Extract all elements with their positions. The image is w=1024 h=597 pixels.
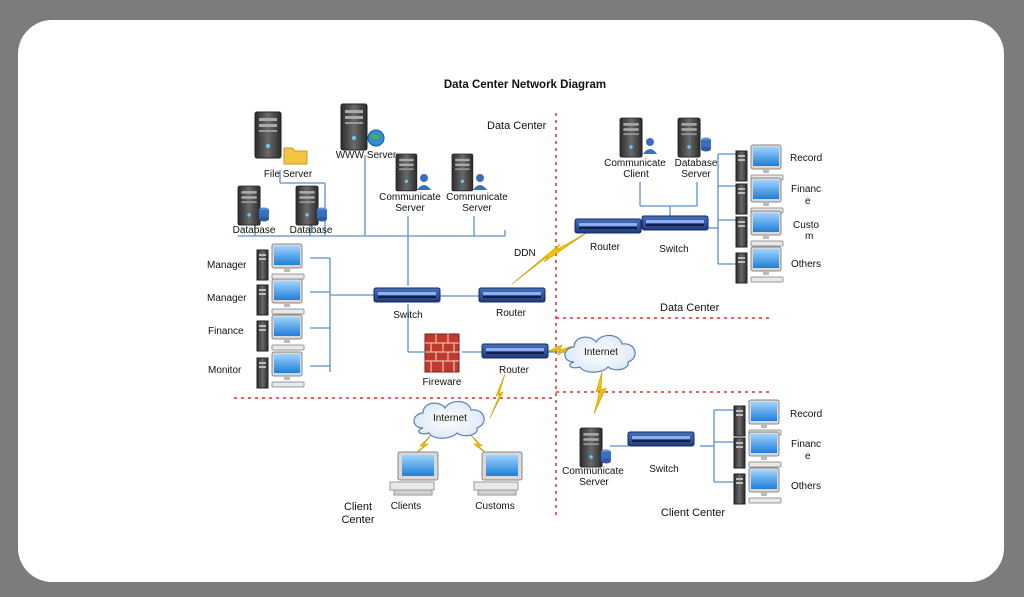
svg-text:e: e <box>805 196 811 207</box>
svg-text:Manager: Manager <box>207 293 247 304</box>
ddn-label: DDN <box>514 248 536 259</box>
router-internet: Router <box>481 343 549 376</box>
switch-right: Switch <box>641 215 709 255</box>
wireless-links <box>409 231 607 459</box>
svg-text:Internet: Internet <box>433 413 467 424</box>
folder-icon <box>283 147 308 165</box>
communicate-server-2: Communicate Server <box>446 153 508 214</box>
svg-text:Manager: Manager <box>207 260 247 271</box>
svg-text:Fireware: Fireware <box>423 377 462 388</box>
lightning-icon <box>489 373 506 419</box>
database-icon <box>317 207 327 222</box>
svg-text:Communicate: Communicate <box>562 466 624 477</box>
svg-text:Custo: Custo <box>793 220 820 231</box>
workstation-others-client: Others <box>733 467 821 505</box>
user-icon <box>646 138 654 146</box>
database-server-right: Database Server <box>675 117 718 180</box>
workstation-finance-client: Financ e <box>733 431 821 469</box>
svg-text:File Server: File Server <box>264 169 313 180</box>
workstation-finance-right: Financ e <box>735 177 821 215</box>
desktop-computer-icon <box>473 451 523 496</box>
svg-text:Server: Server <box>681 169 711 180</box>
core-switch: Switch <box>373 287 441 321</box>
svg-text:Server: Server <box>579 477 609 488</box>
workstation-manager-2: Manager <box>207 278 305 316</box>
svg-text:Switch: Switch <box>659 244 688 255</box>
user-icon <box>420 174 428 182</box>
svg-text:Database: Database <box>675 158 718 169</box>
svg-text:Communicate: Communicate <box>379 192 441 203</box>
desktop-computer-icon <box>389 451 439 496</box>
database-icon <box>259 207 269 222</box>
zone-label-data-center-top: Data Center <box>487 120 547 132</box>
workstation-custom: Custo m <box>735 210 820 248</box>
svg-text:Router: Router <box>590 242 621 253</box>
svg-text:Database: Database <box>233 225 276 236</box>
zone-label-client-center-left: Client <box>344 501 372 513</box>
svg-text:WWW Server: WWW Server <box>336 150 397 161</box>
svg-text:Financ: Financ <box>791 184 821 195</box>
svg-text:Switch: Switch <box>649 464 678 475</box>
user-icon <box>476 174 484 182</box>
customs-computer: Customs <box>473 451 523 512</box>
communicate-server-1: Communicate Server <box>379 153 441 214</box>
workstation-monitor: Monitor <box>208 351 305 389</box>
svg-text:Clients: Clients <box>391 501 422 512</box>
svg-text:Financ: Financ <box>791 439 821 450</box>
internet-link-lightning-icon <box>545 344 573 356</box>
client-computer: Clients <box>389 451 439 512</box>
svg-text:m: m <box>805 231 813 242</box>
lightning-icon <box>593 371 607 415</box>
workstation-record-client: Record <box>733 399 822 437</box>
router-ddn: Router <box>478 287 546 319</box>
svg-text:Monitor: Monitor <box>208 365 242 376</box>
svg-text:Communicate: Communicate <box>604 158 666 169</box>
switch-client-right: Switch <box>627 431 695 475</box>
workstation-manager-1: Manager <box>207 243 305 281</box>
svg-text:e: e <box>805 451 811 462</box>
svg-text:Customs: Customs <box>475 501 514 512</box>
firewall: Fireware <box>423 333 462 388</box>
svg-text:Finance: Finance <box>208 326 244 337</box>
zone-label-data-center-right: Data Center <box>660 302 720 314</box>
zone-label-client-center-right: Client Center <box>661 507 726 519</box>
router-right: Router <box>574 218 642 253</box>
database-icon <box>701 137 711 152</box>
svg-text:Record: Record <box>790 153 822 164</box>
www-server: WWW Server <box>336 103 397 161</box>
workstation-others: Others <box>735 246 821 284</box>
svg-text:Switch: Switch <box>393 310 422 321</box>
svg-text:Server: Server <box>462 203 492 214</box>
svg-text:Server: Server <box>395 203 425 214</box>
database-server-2: Database <box>290 185 333 236</box>
communicate-server-right: Communicate Server <box>562 427 624 488</box>
svg-text:Communicate: Communicate <box>446 192 508 203</box>
firewall-brick-icon <box>424 333 460 373</box>
database-server-1: Database <box>233 185 276 236</box>
internet-cloud-top: Internet <box>564 334 636 373</box>
svg-text:Database: Database <box>290 225 333 236</box>
database-icon <box>601 449 611 464</box>
communicate-client: Communicate Client <box>604 117 666 180</box>
svg-text:Router: Router <box>499 365 530 376</box>
svg-text:Others: Others <box>791 259 821 270</box>
workstation-record: Record <box>735 144 822 182</box>
svg-text:Record: Record <box>790 409 822 420</box>
zone-label-client-center-left-line2: Center <box>341 514 374 526</box>
file-server: File Server <box>254 111 313 180</box>
page-title: Data Center Network Diagram <box>444 79 606 91</box>
internet-cloud-bottom: Internet <box>413 400 485 439</box>
workstation-finance: Finance <box>208 314 305 352</box>
zone-dividers <box>234 113 770 518</box>
svg-text:Others: Others <box>791 481 821 492</box>
svg-text:Router: Router <box>496 308 527 319</box>
svg-text:Client: Client <box>623 169 649 180</box>
svg-text:Internet: Internet <box>584 347 618 358</box>
